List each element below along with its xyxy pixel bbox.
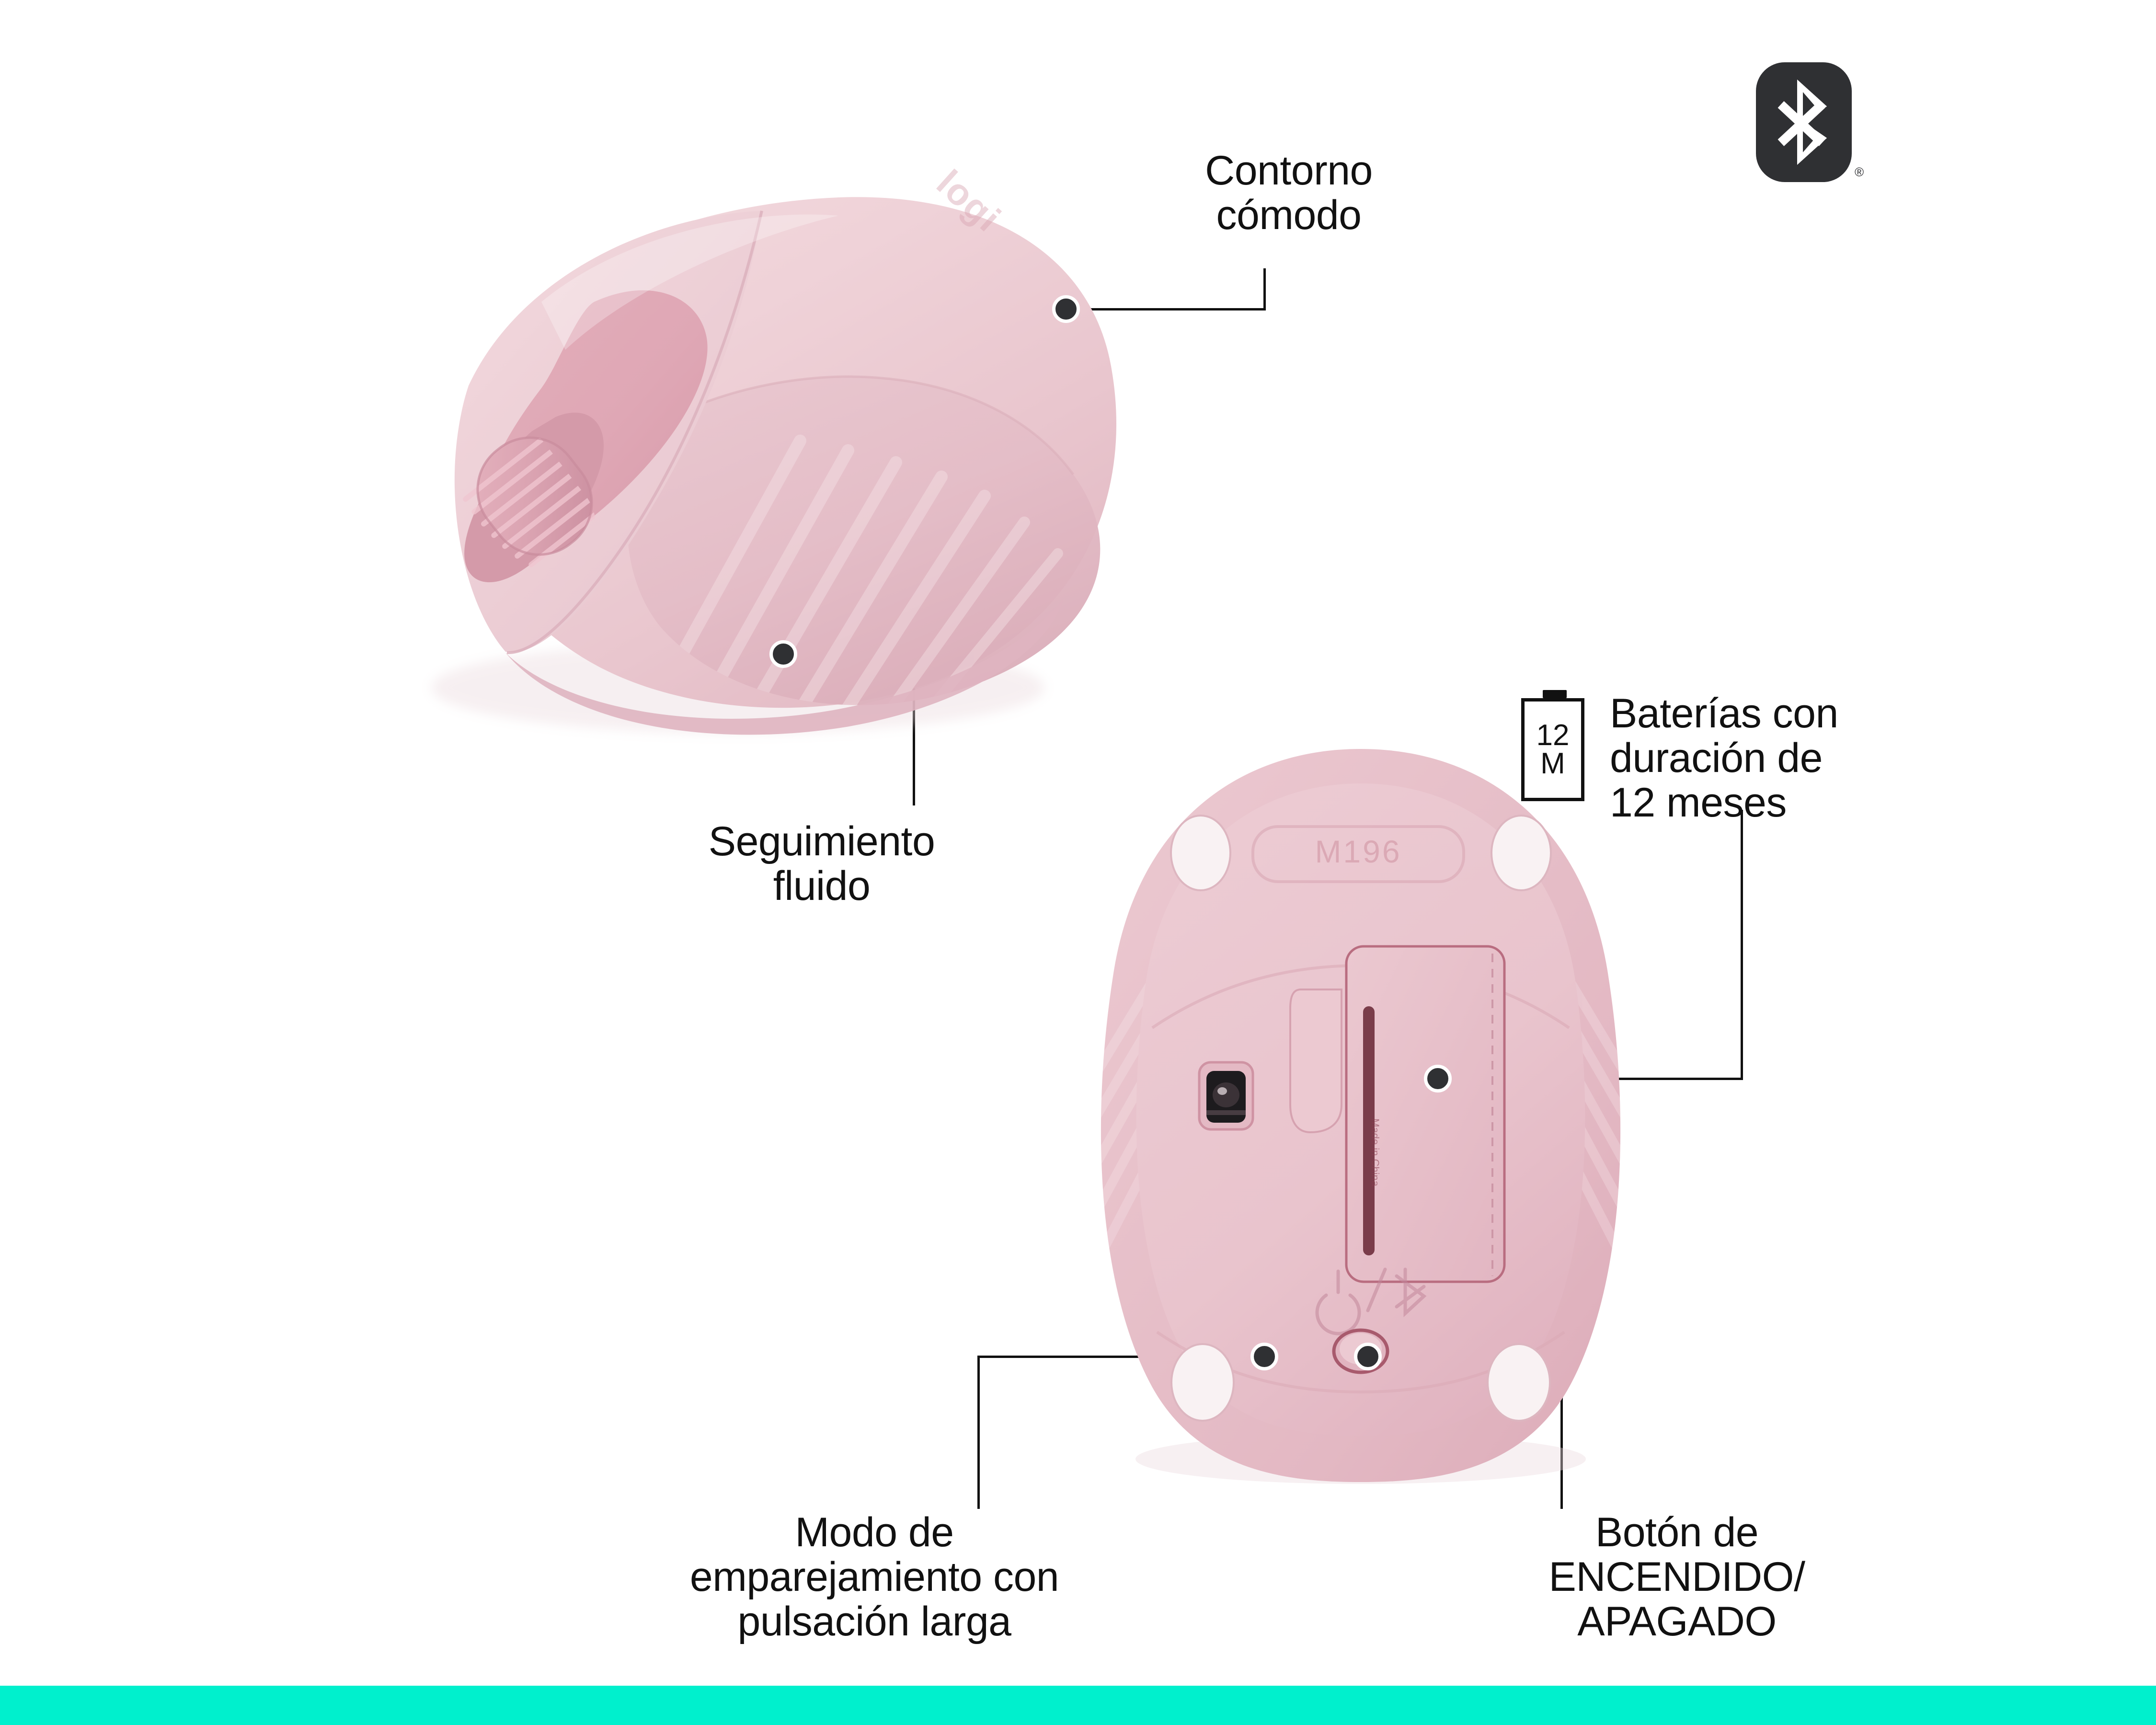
battery-terminal-icon <box>1543 690 1567 698</box>
registered-trademark-symbol: ® <box>1855 165 1864 179</box>
bluetooth-icon <box>1756 62 1852 182</box>
optical-sensor <box>1198 1061 1254 1131</box>
battery-badge: 12 M <box>1521 690 1588 803</box>
battery-unit: M <box>1540 747 1565 780</box>
battery-value: 12 <box>1536 718 1570 752</box>
svg-text:Made in China: Made in China <box>1369 1118 1381 1187</box>
callout-label-modo-emparejamiento: Modo de emparejamiento con pulsación lar… <box>689 1509 1059 1644</box>
mouse-top-view: logi <box>316 144 1179 757</box>
callout-dot-contorno-comodo[interactable] <box>1052 295 1080 323</box>
callout-line-modo-emparejamiento-v <box>977 1356 980 1509</box>
callout-dot-seguimiento-fluido[interactable] <box>769 640 797 668</box>
callout-line-contorno-comodo-h <box>1076 308 1265 310</box>
callout-label-baterias: Baterías con duración de 12 meses <box>1610 690 1838 826</box>
callout-dot-modo-emparejamiento[interactable] <box>1250 1343 1278 1370</box>
mouse-bottom-view: M196 Made in China <box>1061 740 1660 1488</box>
battery-door: Made in China <box>1345 945 1506 1283</box>
svg-text:M196: M196 <box>1315 834 1401 869</box>
callout-dot-baterias[interactable] <box>1424 1065 1452 1092</box>
callout-line-modo-emparejamiento-h <box>977 1356 1255 1358</box>
callout-line-boton-encendido-v <box>1560 1356 1563 1509</box>
model-plate: M196 <box>1251 825 1465 883</box>
battery-icon: 12 M <box>1521 698 1584 801</box>
callout-line-seguimiento-fluido-v <box>913 653 915 805</box>
callout-label-contorno-comodo: Contorno cómodo <box>1205 148 1373 238</box>
callout-dot-boton-encendido[interactable] <box>1354 1343 1382 1370</box>
callout-label-boton-encendido: Botón de ENCENDIDO/ APAGADO <box>1548 1509 1805 1644</box>
power-bluetooth-symbols <box>1315 1267 1427 1335</box>
callout-line-contorno-comodo-v <box>1263 268 1266 310</box>
accent-bar <box>0 1686 2156 1725</box>
callout-line-baterias-v <box>1741 810 1743 1079</box>
callout-label-seguimiento-fluido: Seguimiento fluido <box>708 818 935 909</box>
bluetooth-badge: ® <box>1756 62 1866 192</box>
